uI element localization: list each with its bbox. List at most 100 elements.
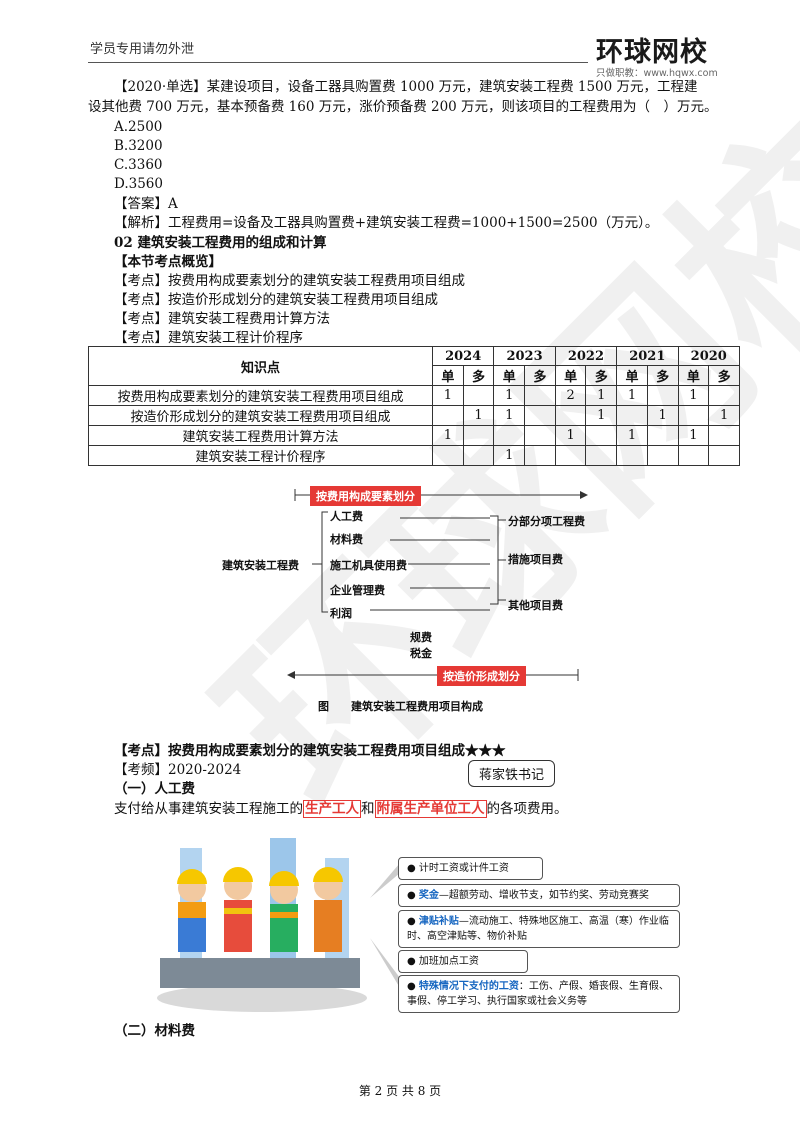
highlight-auxiliary-workers: 附属生产单位工人 <box>374 800 487 818</box>
row-label: 按造价形成划分的建筑安装工程费用项目组成 <box>88 405 433 426</box>
table-cell <box>462 445 495 466</box>
table-cell <box>708 425 740 446</box>
option-a: A.2500 <box>114 119 163 135</box>
table-cell <box>708 385 740 406</box>
table-cell: 1 <box>493 405 526 426</box>
row-label: 建筑安装工程费用计算方法 <box>88 425 433 446</box>
option-d: D.3560 <box>114 176 163 192</box>
table-cell: 1 <box>708 405 740 426</box>
bottom-label: 按造价形成划分 <box>437 666 526 686</box>
item-subitem: 分部分项工程费 <box>508 515 585 528</box>
root-node: 建筑安装工程费 <box>222 559 299 572</box>
desc-text: 的各项费用。 <box>486 801 568 817</box>
table-cell <box>432 405 464 426</box>
item-tax: 税金 <box>410 647 432 660</box>
point-1: 【考点】按费用构成要素划分的建筑安装工程费用项目组成 <box>114 273 465 289</box>
table-cell: 1 <box>432 425 464 446</box>
sub-header: 单 <box>493 365 526 386</box>
table-cell: 1 <box>646 405 679 426</box>
sub-header: 多 <box>585 365 618 386</box>
note-overtime: ● 加班加点工资 <box>398 950 528 973</box>
table-cell <box>646 385 679 406</box>
header-notice: 学员专用请勿外泄 <box>90 42 195 57</box>
stamp: 蒋家铁书记 <box>468 760 556 787</box>
table-cell <box>493 425 526 446</box>
page-footer: 第 2 页 共 8 页 <box>358 1084 442 1098</box>
table-cell: 1 <box>585 385 618 406</box>
year-header: 2022 <box>554 346 618 366</box>
desc-text: 支付给从事建筑安装工程施工的 <box>114 801 303 817</box>
labor-desc: 支付给从事建筑安装工程施工的生产工人和附属生产单位工人的各项费用。 <box>114 800 568 818</box>
note-text: —流动施工、特殊地区施工、高温（寒）作业临时、高空津贴等、物价补贴 <box>407 916 669 942</box>
table-cell <box>708 445 740 466</box>
analysis: 【解析】工程费用=设备及工器具购置费+建筑安装工程费=1000+1500=250… <box>114 215 659 231</box>
table-cell: 1 <box>462 405 495 426</box>
item-measures: 措施项目费 <box>508 553 563 566</box>
note-hourly-wage: ● 计时工资或计件工资 <box>398 857 543 880</box>
sub-header: 单 <box>677 365 710 386</box>
sub-header: 多 <box>646 365 679 386</box>
question-stem-2: 设其他费 700 万元，基本预备费 160 万元，涨价预备费 200 万元，则该… <box>88 99 718 115</box>
table-cell <box>554 445 587 466</box>
year-header: 2020 <box>677 346 740 366</box>
question-stem-1: 【2020·单选】某建设项目，设备工器具购置费 1000 万元，建筑安装工程费 … <box>114 79 698 95</box>
note-text: —超额劳动、增收节支，如节约奖、劳动竞赛奖 <box>438 890 649 901</box>
kaodian-freq: 【考频】2020-2024 <box>114 762 242 778</box>
table-cell <box>585 425 618 446</box>
kaodian-title: 【考点】按费用构成要素划分的建筑安装工程费用项目组成★★★ <box>114 743 506 759</box>
diagram-caption: 图 建筑安装工程费用项目构成 <box>318 700 483 713</box>
note-lead: 奖金 <box>418 890 439 901</box>
answer: 【答案】A <box>114 196 178 212</box>
item-profit: 利润 <box>330 607 352 620</box>
year-header: 2024 <box>431 346 495 366</box>
note-bonus: ● 奖金—超额劳动、增收节支，如节约奖、劳动竞赛奖 <box>398 884 680 907</box>
table-cell: 2 <box>554 385 587 406</box>
table-cell: 1 <box>493 445 526 466</box>
point-2: 【考点】按造价形成划分的建筑安装工程费用项目组成 <box>114 292 438 308</box>
table-row: 建筑安装工程计价程序 1 <box>88 445 740 466</box>
table-cell: 1 <box>616 425 648 446</box>
table-cell <box>524 405 556 426</box>
material-subtitle: （二）材料费 <box>114 1023 195 1039</box>
worker-figure <box>177 869 207 952</box>
point-4: 【考点】建筑安装工程计价程序 <box>114 330 303 346</box>
brand-url: 只做职教：www.hqwx.com <box>596 68 718 79</box>
highlight-production-workers: 生产工人 <box>303 800 361 818</box>
sub-header: 单 <box>432 365 464 386</box>
table-cell: 1 <box>432 385 464 406</box>
cost-structure-diagram <box>287 489 588 681</box>
overview-title: 【本节考点概览】 <box>114 254 222 270</box>
note-text: 加班加点工资 <box>418 956 479 967</box>
col-header: 知识点 <box>88 346 433 386</box>
year-header: 2021 <box>616 346 679 366</box>
option-b: B.3200 <box>114 138 163 154</box>
note-lead: 津贴补贴 <box>418 916 459 927</box>
item-labor: 人工费 <box>330 510 363 523</box>
note-special-wage: ● 特殊情况下支付的工资：工伤、产假、婚丧假、生育假、事假、停工学习、执行国家或… <box>398 975 680 1013</box>
workers-illustration <box>157 838 367 1012</box>
row-label: 按费用构成要素划分的建筑安装工程费用项目组成 <box>88 385 433 406</box>
desc-text: 和 <box>361 801 375 817</box>
table-cell: 1 <box>585 405 618 426</box>
note-lead: 特殊情况下支付的工资 <box>418 981 519 992</box>
table-cell <box>646 425 679 446</box>
section-title: 02 建筑安装工程费用的组成和计算 <box>114 235 327 251</box>
callout-arrows <box>370 863 400 988</box>
note-allowance: ● 津贴补贴—流动施工、特殊地区施工、高温（寒）作业临时、高空津贴等、物价补贴 <box>398 910 680 948</box>
sub-header: 多 <box>462 365 495 386</box>
table-cell <box>524 425 556 446</box>
table-cell <box>616 445 648 466</box>
row-label: 建筑安装工程计价程序 <box>88 445 433 466</box>
item-machinery: 施工机具使用费 <box>330 559 407 572</box>
table-cell: 1 <box>616 385 648 406</box>
table-cell <box>677 445 710 466</box>
option-c: C.3360 <box>114 157 163 173</box>
table-cell <box>646 445 679 466</box>
note-text: 计时工资或计件工资 <box>418 863 509 874</box>
table-cell <box>524 445 556 466</box>
sub-header: 多 <box>524 365 556 386</box>
table-cell <box>524 385 556 406</box>
sub-header: 单 <box>616 365 648 386</box>
table-cell <box>616 405 648 426</box>
